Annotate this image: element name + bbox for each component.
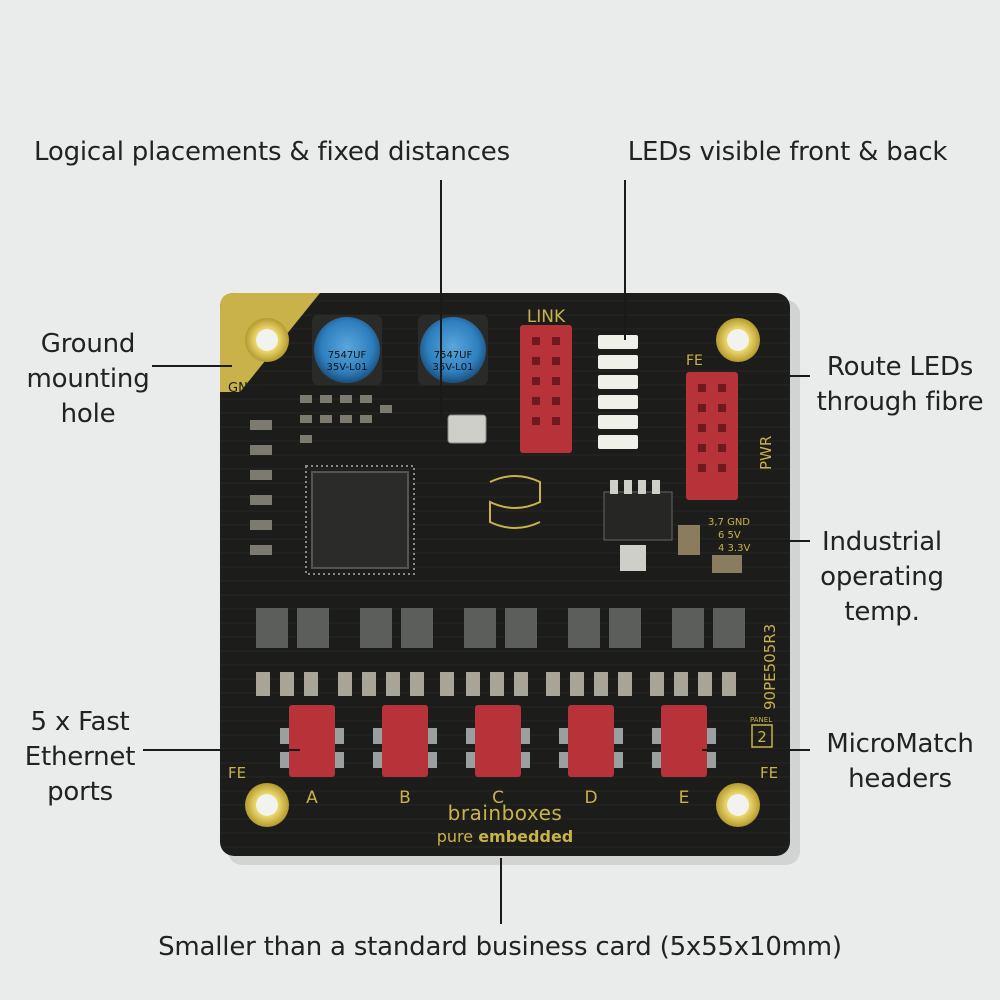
callout-micromatch-line-2: headers: [848, 764, 952, 794]
silk-volt-1: 3,7 GND: [708, 517, 750, 528]
callout-micromatch: MicroMatch headers: [810, 727, 990, 797]
capacitor-2: [420, 317, 486, 383]
silk-part-number: 90PE505R3: [761, 624, 779, 710]
fibre-route-trace: [489, 475, 541, 529]
voltage-regulator: [603, 491, 673, 541]
silk-pwr: PWR: [757, 436, 775, 470]
callout-smaller-than: Smaller than a standard business card (5…: [158, 932, 842, 962]
connector-b: [373, 705, 437, 777]
silk-volt-2: 6 5V: [718, 530, 741, 541]
connector-e: [652, 705, 716, 777]
callout-leds-visible: LEDs visible front & back: [627, 137, 948, 167]
callout-ground-line-1: Ground: [40, 329, 136, 359]
silk-panel-number: 2: [757, 728, 767, 746]
capacitor-1-label-2: 35V-L01: [327, 362, 368, 373]
silk-fe-left: FE: [228, 764, 246, 782]
callout-industrial-line-1: Industrial: [822, 527, 942, 557]
callout-industrial-temp: Industrial operating temp.: [812, 525, 952, 630]
callout-ground-line-3: hole: [60, 399, 116, 429]
status-leds: [598, 335, 638, 449]
leader-leds-visible: [624, 180, 626, 340]
ethernet-connectors: [280, 705, 716, 777]
callout-micromatch-line-1: MicroMatch: [826, 729, 974, 759]
callout-ground-mounting: Ground mounting hole: [18, 327, 158, 432]
crystal: [447, 414, 487, 444]
leader-micromatch: [702, 749, 810, 751]
leader-route-leds: [738, 375, 810, 377]
callout-ethernet-line-2: Ethernet: [24, 742, 136, 772]
brand-tagline: pure embedded: [437, 827, 574, 846]
silk-panel: PANEL: [750, 716, 772, 724]
connector-c: [466, 705, 530, 777]
callout-ground-line-2: mounting: [26, 364, 150, 394]
tagline-embedded: embedded: [478, 827, 573, 846]
magnetics-row: [256, 608, 745, 648]
leader-industrial-temp: [700, 540, 810, 542]
callout-industrial-line-3: temp.: [844, 597, 920, 627]
callout-route-line-1: Route LEDs: [826, 352, 974, 382]
port-label-d: D: [584, 788, 597, 808]
leader-ground-mounting: [152, 365, 232, 367]
callout-fast-ethernet: 5 x Fast Ethernet ports: [10, 705, 150, 810]
pcb-outline: [220, 293, 790, 856]
silk-volt-3: 4 3.3V: [718, 543, 750, 554]
connector-d: [559, 705, 623, 777]
callout-logical-placements: Logical placements & fixed distances: [34, 137, 510, 167]
port-label-a: A: [306, 788, 318, 808]
power-header: [686, 372, 738, 500]
callout-industrial-line-2: operating: [820, 562, 944, 592]
callout-ethernet-line-1: 5 x Fast: [30, 707, 130, 737]
capacitor-1-label-1: 7547UF: [328, 350, 367, 361]
capacitor-2-label-1: 7547UF: [434, 350, 473, 361]
silk-link: LINK: [527, 307, 566, 327]
port-label-e: E: [679, 788, 690, 808]
main-chip: [311, 471, 409, 569]
leader-smaller-than: [500, 858, 502, 924]
connector-a: [280, 705, 344, 777]
callout-ethernet-line-3: ports: [47, 777, 113, 807]
brand-logo-text: brainboxes: [448, 801, 563, 825]
capacitor-2-label-2: 35V-L01: [433, 362, 474, 373]
tagline-pure: pure: [437, 827, 473, 846]
silk-fe-right: FE: [760, 764, 778, 782]
silk-gnd: GND: [228, 381, 258, 396]
callout-route-leds: Route LEDs through fibre: [810, 350, 990, 420]
capacitor-1: [314, 317, 380, 383]
leader-fast-ethernet: [143, 749, 300, 751]
port-label-c: C: [492, 788, 504, 808]
mounting-holes: [245, 318, 760, 827]
link-header: [520, 325, 572, 453]
capacitors: [312, 315, 488, 385]
callout-route-line-2: through fibre: [816, 387, 984, 417]
port-label-b: B: [399, 788, 411, 808]
leader-logical-placements: [440, 180, 442, 418]
silk-fe-top: FE: [686, 353, 703, 369]
